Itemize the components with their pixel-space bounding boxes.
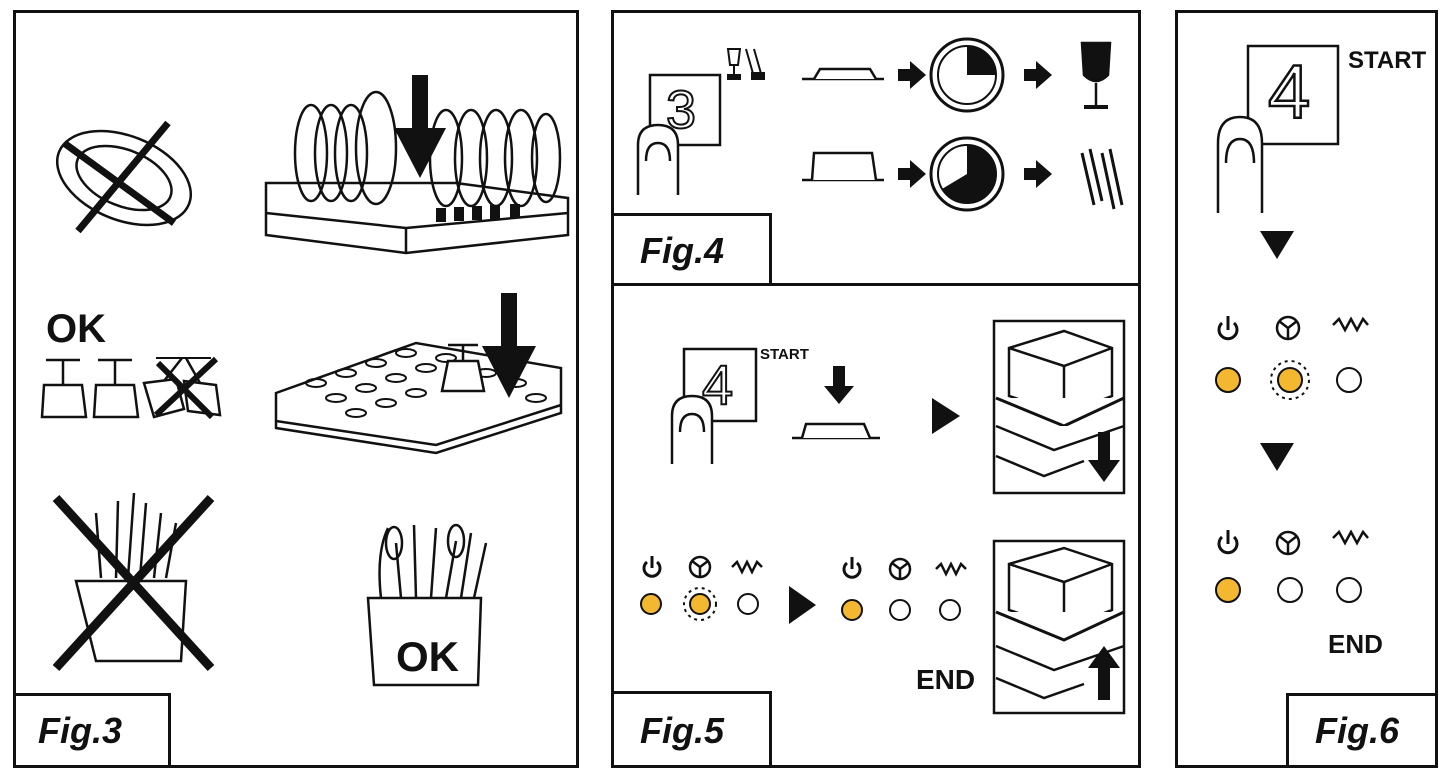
fig5-label: Fig.5 [640,710,725,751]
button-short-icon [802,67,884,81]
press-arrow-icon [824,366,854,404]
wash-cycle-icon [888,557,912,581]
fig4-button-number: 3 [665,79,697,141]
cutlery-ok-icon [366,523,488,687]
wine-glass-icon [1080,41,1112,109]
led-heater-off [939,599,961,621]
led-wash-blinking [689,593,711,615]
fig5-panel: 4 START END Fig.5 [611,283,1141,768]
finger-icon [670,394,714,464]
play-triangle-icon [932,398,960,434]
arrow-right-icon [1024,61,1052,89]
heater-icon [1332,529,1369,546]
button-icon [792,422,880,440]
plate-forbidden-icon [55,120,193,234]
timer-short-icon [929,37,1005,113]
led-heater-off [1336,577,1362,603]
hood-down-icon [992,319,1126,495]
arrow-right-icon [898,160,926,188]
fig6-start-label: START [1348,47,1427,74]
arrow-right-icon [1024,160,1052,188]
timer-long-icon [929,136,1005,212]
fig5-start-label: START [760,346,809,363]
led-power-on [640,593,662,615]
power-icon [642,556,662,578]
fig3-label-box: Fig.3 [16,693,171,768]
fig4-illustrations [636,37,1124,212]
fig4-label: Fig.4 [640,230,725,271]
glasses-icon [726,48,765,80]
glass-rack-icon [274,341,563,455]
fig6-label-box: Fig.6 [1286,693,1438,768]
fig5-button-number: 4 [701,352,734,417]
arrow-down-icon [482,293,536,398]
fig6-label: Fig.6 [1315,710,1400,751]
power-icon [1217,530,1239,555]
heater-icon [935,561,967,577]
led-power-on [1215,367,1241,393]
play-triangle-icon [789,586,816,624]
fig6-panel: 4 START END Fig.6 [1175,10,1438,768]
tumbler-icon [1080,148,1124,210]
wash-cycle-icon [688,555,712,579]
led-wash-off [889,599,911,621]
arrow-right-icon [898,61,926,89]
arrow-down-icon [1088,432,1120,482]
fig4-panel: 3 Fig.4 [611,10,1141,286]
power-icon [1217,316,1239,341]
fig5-illustrations [640,319,1126,715]
glasses-ok-icon [40,358,140,419]
cutlery-forbidden-icon [52,492,215,672]
led-wash-off [1277,577,1303,603]
fig3-panel: OK OK Fig.3 [13,10,579,768]
triangle-down-icon [1260,231,1294,259]
triangle-down-icon [1260,443,1294,471]
plate-rack-icon [264,90,570,255]
led-heater-off [1336,367,1362,393]
fig3-illustrations [40,75,570,687]
heater-icon [731,559,763,575]
led-power-on [1215,577,1241,603]
hood-up-icon [992,539,1126,715]
fig3-label: Fig.3 [38,710,123,751]
arrow-down-icon [394,75,446,178]
finger-icon [636,123,680,195]
led-wash-blinking [1277,367,1303,393]
wash-cycle-icon [1275,530,1301,556]
power-icon [842,557,862,579]
wash-cycle-icon [1275,315,1301,341]
finger-icon [1216,115,1264,213]
button-tall-icon [802,151,884,182]
glasses-forbidden-icon [142,356,222,420]
fig5-label-box: Fig.5 [614,691,772,768]
led-heater-off [737,593,759,615]
arrow-up-icon [1088,646,1120,700]
cutlery-ok-label: OK [396,633,459,680]
led-power-on [841,599,863,621]
heater-icon [1332,316,1369,333]
fig6-end-label: END [1328,629,1383,659]
fig6-button-number: 4 [1267,49,1312,137]
glasses-ok-label: OK [46,307,106,351]
fig4-label-box: Fig.4 [614,213,772,286]
fig6-illustrations [1215,44,1369,603]
fig5-end-label: END [916,664,976,695]
